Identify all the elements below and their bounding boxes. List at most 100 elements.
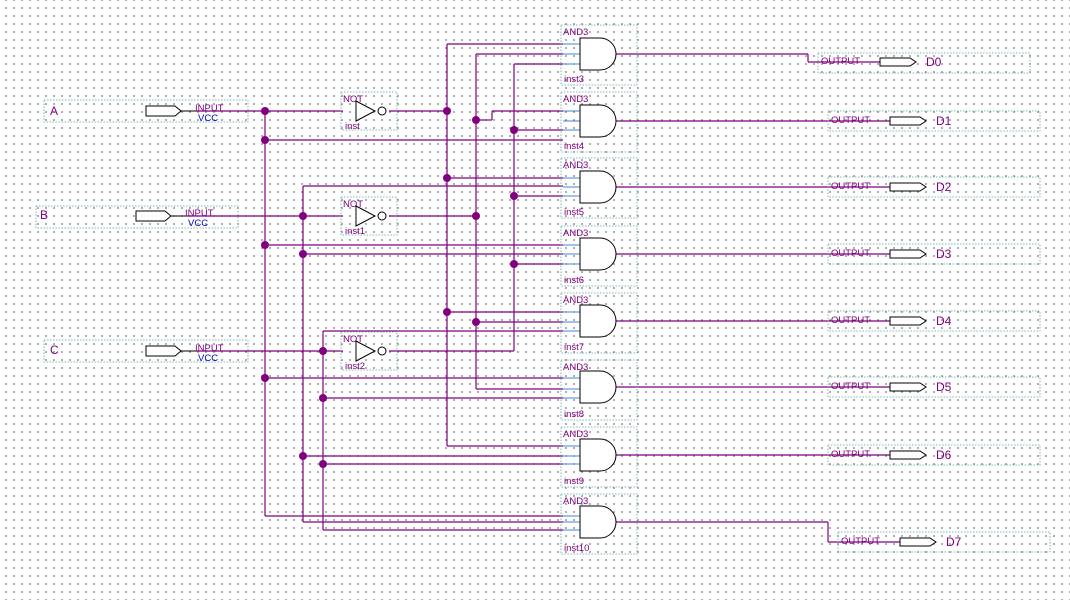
and-gate-type: AND3 xyxy=(563,362,588,373)
output-pin-symbol xyxy=(889,382,927,392)
and-gate-instance: inst4 xyxy=(564,141,584,152)
output-pin-box xyxy=(827,310,1041,332)
output-type-label: OUTPUT xyxy=(831,315,870,326)
and-gate-inst9[interactable]: AND3 inst9 xyxy=(560,426,638,488)
output-name-d5: D5 xyxy=(936,380,952,394)
junction-dots xyxy=(261,107,518,468)
output-name-d3: D3 xyxy=(936,247,952,261)
and-gate-instance: inst10 xyxy=(564,543,589,554)
output-pin-symbol xyxy=(889,182,927,192)
not-gate-box xyxy=(340,331,398,371)
and-gate-type: AND3 xyxy=(563,295,588,306)
and-gate-instance: inst5 xyxy=(564,207,584,218)
not-gate-inst[interactable]: NOT inst xyxy=(340,91,398,132)
input-pin-box xyxy=(43,339,249,363)
output-pin-box xyxy=(827,376,1041,398)
output-pin-box xyxy=(817,52,1031,74)
and-gate-type: AND3 xyxy=(563,27,588,38)
input-pin-box xyxy=(43,99,249,123)
output-pin-d7[interactable]: OUTPUT D7 xyxy=(837,531,1051,553)
and-gate-symbol xyxy=(579,104,617,138)
input-type-label: INPUT xyxy=(195,343,224,354)
wire-network xyxy=(186,43,900,543)
and-gate-type: AND3 xyxy=(563,94,588,105)
and-gate-box xyxy=(560,91,638,153)
and-gate-type: AND3 xyxy=(563,160,588,171)
output-pin-symbol xyxy=(889,116,927,126)
not-gate-box xyxy=(340,91,398,131)
input-pin-b[interactable]: B INPUT VCC xyxy=(35,205,239,229)
and-gate-inst8[interactable]: AND3 inst8 xyxy=(560,359,638,421)
input-type-label: INPUT xyxy=(185,208,214,219)
output-pin-box xyxy=(827,110,1041,132)
input-name-c: C xyxy=(50,343,59,357)
and-gate-symbol xyxy=(579,304,617,338)
output-name-d7: D7 xyxy=(946,535,962,549)
output-type-label: OUTPUT xyxy=(831,248,870,259)
output-pin-symbol xyxy=(889,450,927,460)
not-gate-type: NOT xyxy=(343,334,363,345)
output-pin-box xyxy=(827,176,1041,198)
not-gate-inst1[interactable]: NOT inst1 xyxy=(340,196,398,237)
and-gate-symbol xyxy=(579,505,617,539)
output-pin-d4[interactable]: OUTPUT D4 xyxy=(827,310,1041,332)
and-gate-symbol xyxy=(579,237,617,271)
output-pin-d6[interactable]: OUTPUT D6 xyxy=(827,444,1041,466)
output-name-d2: D2 xyxy=(936,180,952,194)
output-pin-d0[interactable]: OUTPUT D0 xyxy=(817,52,1031,74)
output-name-d0: D0 xyxy=(926,55,942,69)
and-gate-instance: inst6 xyxy=(564,275,584,286)
not-gate-type: NOT xyxy=(343,94,363,105)
and-gate-box xyxy=(560,359,638,421)
output-pin-symbol xyxy=(889,316,927,326)
not-gate-symbol xyxy=(355,340,377,362)
not-gate-instance: inst xyxy=(345,121,360,132)
input-default-label: VCC xyxy=(198,113,218,124)
and-gate-instance: inst8 xyxy=(564,409,584,420)
and-gate-instance: inst3 xyxy=(564,74,584,85)
and-gate-instance: inst9 xyxy=(564,476,584,487)
input-type-label: INPUT xyxy=(195,103,224,114)
output-pin-d3[interactable]: OUTPUT D3 xyxy=(827,243,1041,265)
input-default-label: VCC xyxy=(188,218,208,229)
output-pin-d1[interactable]: OUTPUT D1 xyxy=(827,110,1041,132)
and-gate-type: AND3 xyxy=(563,429,588,440)
and-gate-inst5[interactable]: AND3 inst5 xyxy=(560,157,638,219)
and-gate-inst6[interactable]: AND3 inst6 xyxy=(560,225,638,287)
output-name-d1: D1 xyxy=(936,114,952,128)
and-gate-inst4[interactable]: AND3 inst4 xyxy=(560,91,638,153)
and-gate-symbol xyxy=(579,170,617,204)
not-gate-instance: inst2 xyxy=(345,361,365,372)
and-gate-box xyxy=(560,24,638,86)
input-pin-box xyxy=(35,205,239,229)
and-gate-inst7[interactable]: AND3 inst7 xyxy=(560,292,638,354)
not-gate-type: NOT xyxy=(343,199,363,210)
not-gate-symbol xyxy=(355,100,377,122)
output-type-label: OUTPUT xyxy=(831,449,870,460)
and-gate-box xyxy=(560,157,638,219)
and-gate-box xyxy=(560,493,638,555)
input-pin-c[interactable]: C INPUT VCC xyxy=(43,339,249,364)
output-type-label: OUTPUT xyxy=(831,115,870,126)
and-gate-box xyxy=(560,225,638,287)
and-gate-inst10[interactable]: AND3 inst10 xyxy=(560,493,638,555)
input-pin-a[interactable]: A INPUT VCC xyxy=(43,99,249,124)
output-name-d6: D6 xyxy=(936,448,952,462)
and-gate-box xyxy=(560,426,638,488)
input-name-b: B xyxy=(40,208,48,222)
and-gate-inst3[interactable]: AND3 inst3 xyxy=(560,24,638,86)
output-type-label: OUTPUT xyxy=(841,536,880,547)
output-pin-d5[interactable]: OUTPUT D5 xyxy=(827,376,1041,398)
and-gate-symbol xyxy=(579,370,617,404)
not-gate-instance: inst1 xyxy=(345,226,365,237)
output-pin-symbol xyxy=(879,57,917,67)
input-pin-symbol xyxy=(135,210,172,222)
output-pin-d2[interactable]: OUTPUT D2 xyxy=(827,176,1041,198)
input-default-label: VCC xyxy=(198,353,218,364)
and-gate-box xyxy=(560,292,638,354)
not-gate-inst2[interactable]: NOT inst2 xyxy=(340,331,398,372)
output-pin-box xyxy=(837,531,1051,553)
and-gate-symbol xyxy=(579,438,617,472)
output-type-label: OUTPUT xyxy=(831,381,870,392)
